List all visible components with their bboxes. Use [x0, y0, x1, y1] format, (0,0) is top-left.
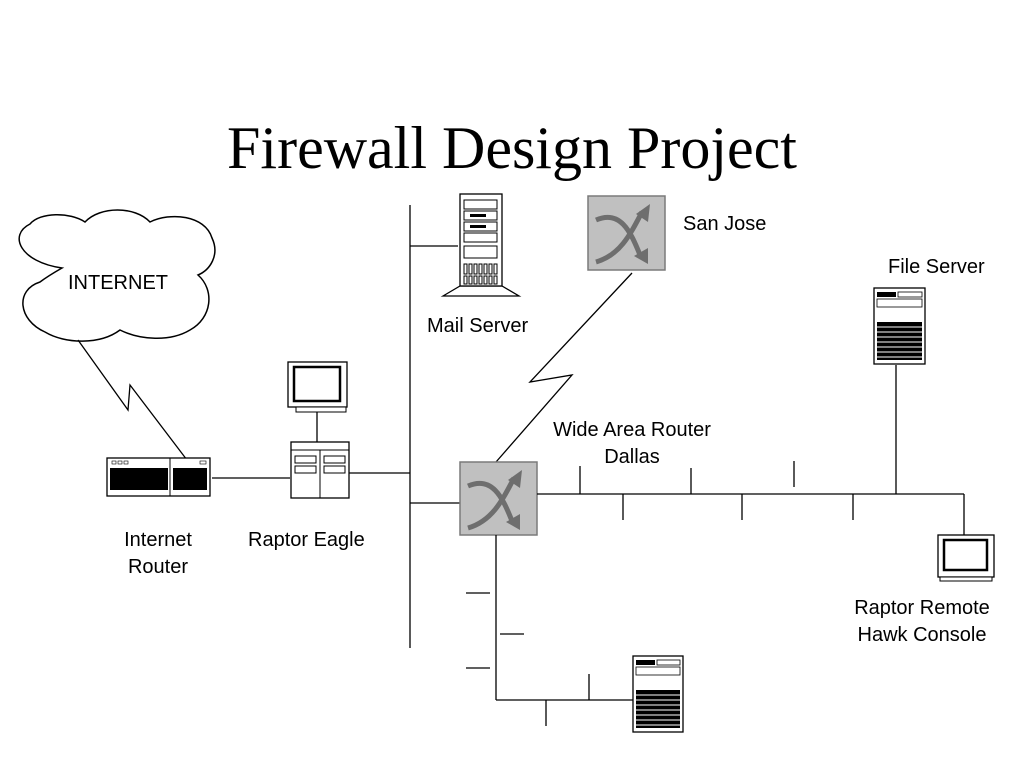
dallas-router-icon [459, 461, 538, 536]
lower-server-icon [632, 655, 684, 733]
slide-title: Firewall Design Project [227, 115, 797, 181]
raptor-eagle-label: Raptor Eagle [248, 529, 365, 551]
dallas-line: Dallas [604, 446, 660, 468]
wide-area-router-label: Wide Area Router Dallas [532, 417, 732, 471]
raptor-remote-line2: Hawk Console [857, 624, 987, 646]
san-jose-router-icon [587, 195, 666, 271]
raptor-remote-label: Raptor Remote Hawk Console [832, 595, 1012, 649]
internet-router-label: Internet Router [98, 527, 218, 581]
internet-link [77, 339, 188, 461]
wan-link-san-jose [495, 272, 633, 463]
lower-lan-segment [466, 535, 634, 726]
internet-router-line1: Internet [124, 529, 192, 551]
san-jose-label: San Jose [683, 213, 767, 235]
hawk-console-monitor-icon [937, 534, 995, 582]
internet-router-line2: Router [127, 556, 189, 578]
internet-router-icon [106, 457, 211, 497]
eagle-monitor-icon [287, 361, 348, 443]
mail-server-label: Mail Server [427, 315, 529, 337]
file-server-icon [873, 287, 926, 365]
internal-lan-segment [537, 365, 965, 535]
raptor-remote-line1: Raptor Remote [854, 597, 990, 619]
raptor-eagle-firewall-icon [290, 441, 350, 499]
internet-cloud-icon [18, 209, 216, 342]
wide-area-router-line1: Wide Area Router [553, 419, 711, 441]
internet-label: INTERNET [68, 272, 168, 294]
mail-server-tower-icon [440, 193, 522, 297]
file-server-label: File Server [888, 256, 985, 278]
